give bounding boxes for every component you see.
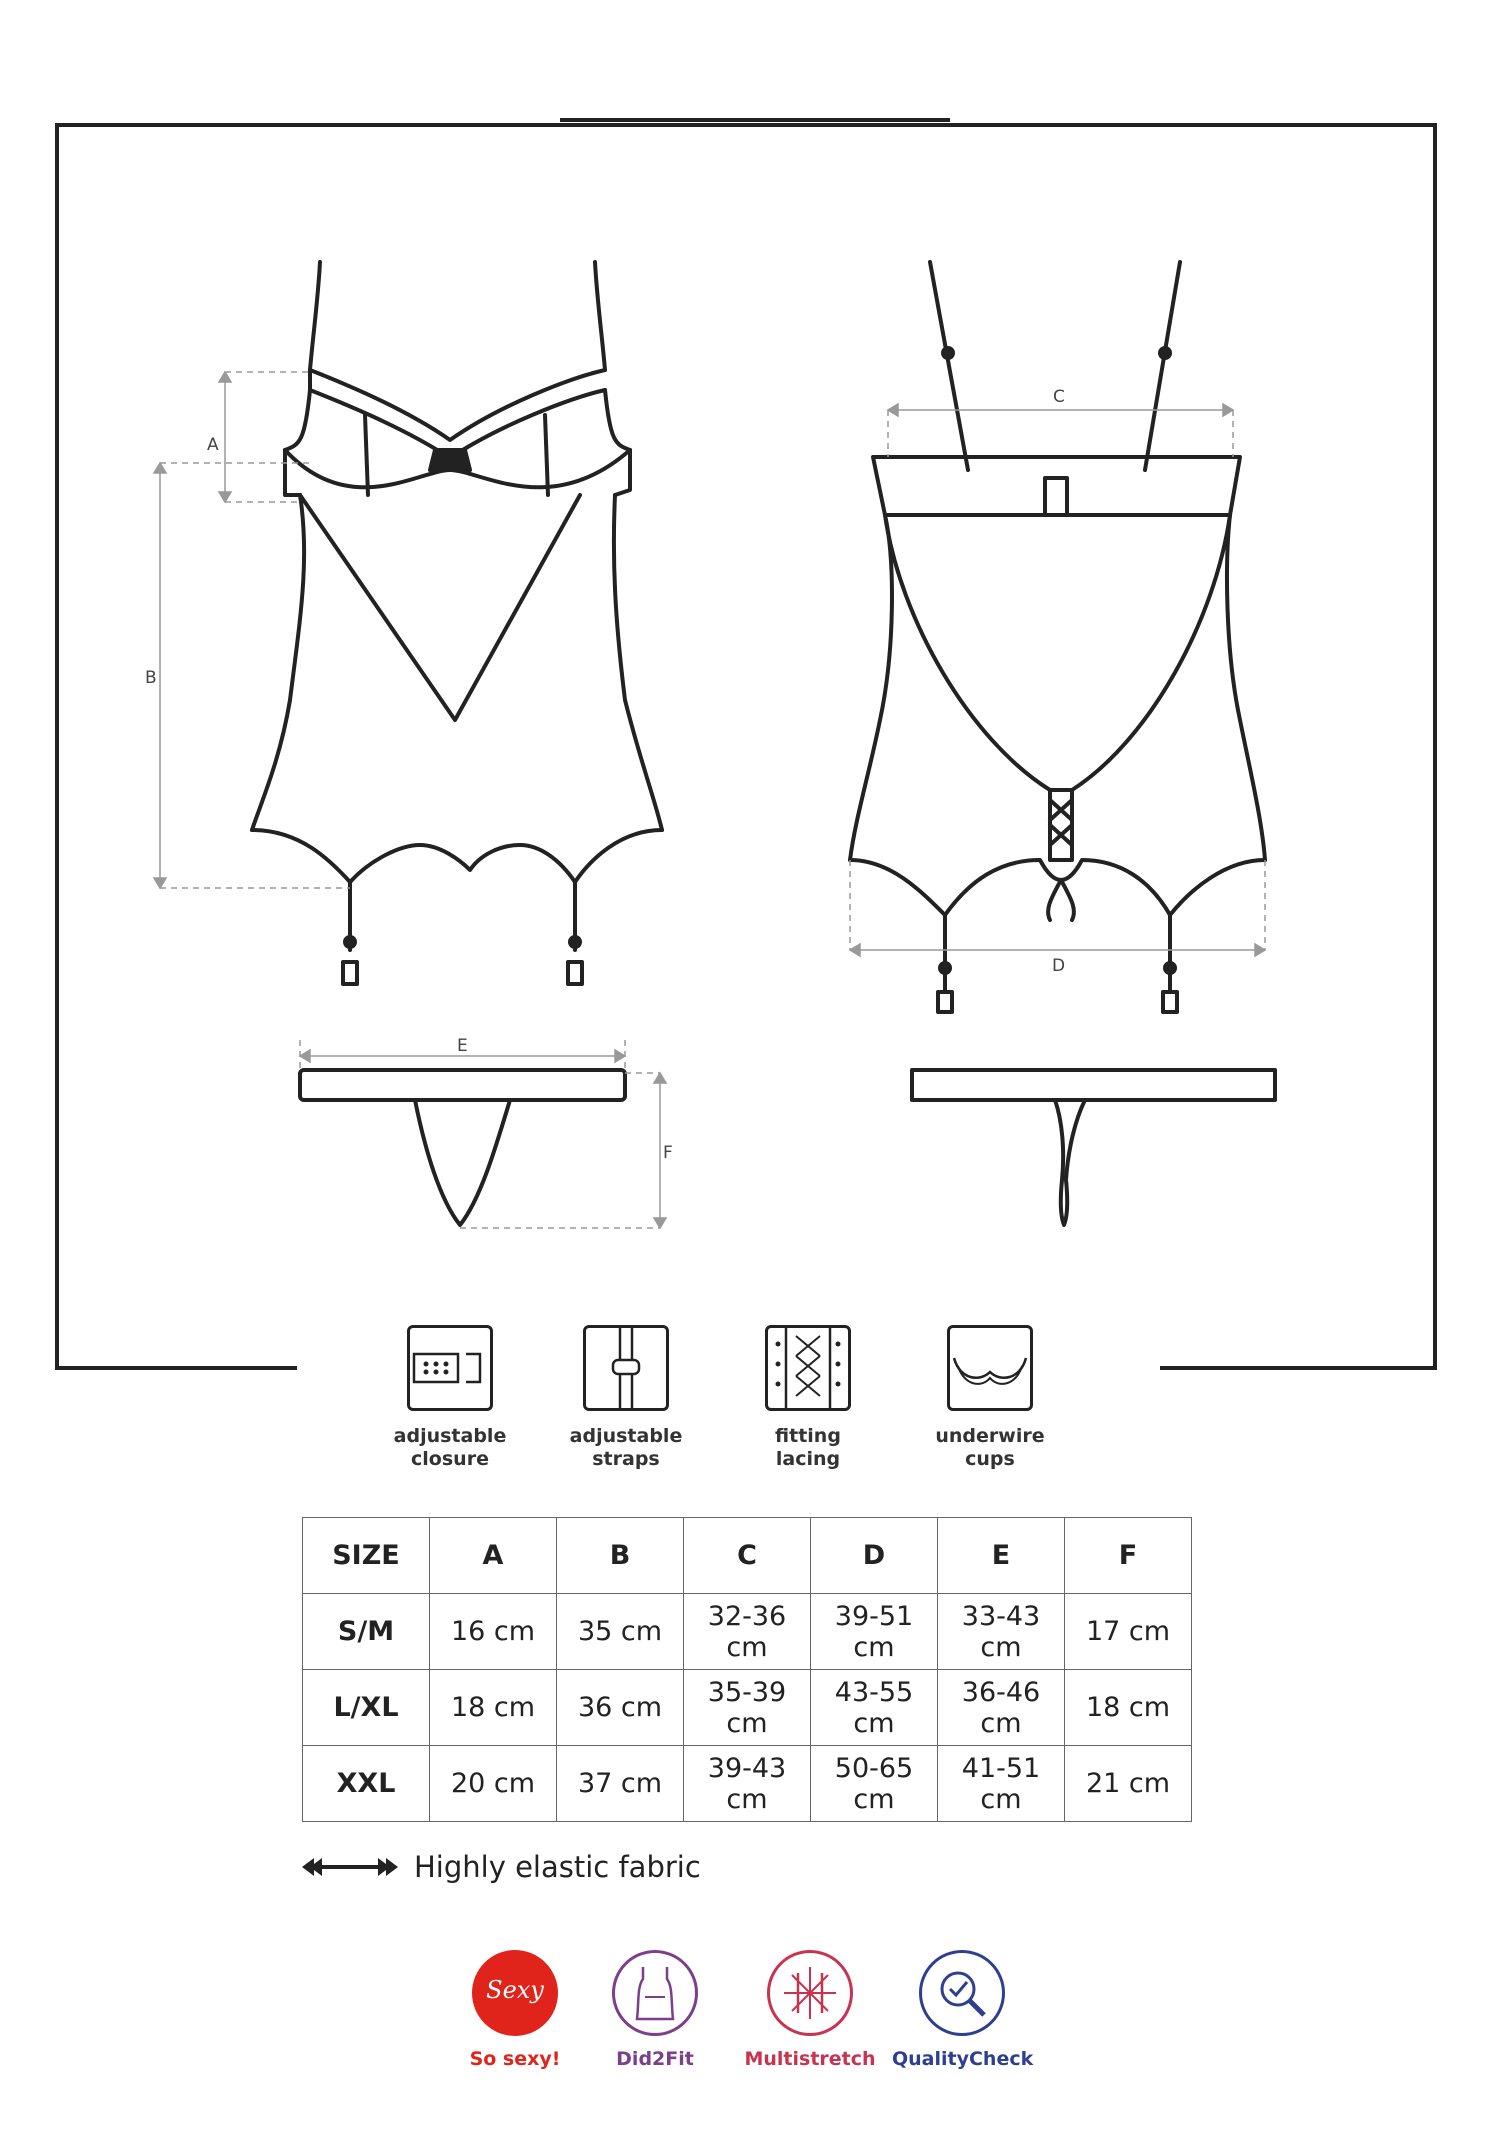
underwire-cups-icon <box>947 1325 1033 1411</box>
table-cell: 37 cm <box>556 1745 684 1822</box>
table-cell: 33-43 cm <box>937 1593 1065 1670</box>
badge-name: QualityCheck <box>892 2048 1034 2070</box>
did2fit-badge-icon <box>612 1950 698 2036</box>
table-header: A <box>429 1517 557 1594</box>
badge-multistretch: Multistretch <box>740 1950 880 2070</box>
dimension-label-f: F <box>663 1143 673 1163</box>
fitting-lacing-icon <box>765 1325 851 1411</box>
table-cell: L/XL <box>302 1669 430 1746</box>
front-thong-drawing <box>298 1068 627 1227</box>
table-header: SIZE <box>302 1517 430 1594</box>
dimension-label-b: B <box>145 668 157 688</box>
table-cell: 36 cm <box>556 1669 684 1746</box>
size-table: SIZE A B C D E F S/M 16 cm 35 cm 32-36 c… <box>302 1517 1192 1822</box>
table-cell: 35 cm <box>556 1593 684 1670</box>
table-cell: 21 cm <box>1064 1745 1192 1822</box>
back-corset-drawing <box>848 260 1267 1014</box>
table-cell: 39-51 cm <box>810 1593 938 1670</box>
table-cell: 18 cm <box>1064 1669 1192 1746</box>
badge-name: Did2Fit <box>616 2048 694 2070</box>
table-header: E <box>937 1517 1065 1594</box>
table-cell: 20 cm <box>429 1745 557 1822</box>
qualitycheck-badge-icon <box>919 1950 1005 2036</box>
table-cell: 36-46 cm <box>937 1669 1065 1746</box>
table-cell: 16 cm <box>429 1593 557 1670</box>
sexy-badge-icon: Sexy <box>472 1950 558 2036</box>
badge-name: Multistretch <box>744 2048 876 2070</box>
garment-technical-drawing: A B C D E F <box>145 260 1277 1230</box>
diagram-frame <box>55 123 1437 1370</box>
feature-label-line1: adjustable <box>569 1425 683 1447</box>
multistretch-badge-icon <box>767 1950 853 2036</box>
table-cell: 18 cm <box>429 1669 557 1746</box>
dimension-label-a: A <box>207 435 219 455</box>
table-cell: 17 cm <box>1064 1593 1192 1670</box>
dimension-label-d: D <box>1052 956 1065 976</box>
feature-label-line1: underwire <box>935 1425 1045 1447</box>
feature-label-line2: closure <box>411 1448 489 1470</box>
dimension-label-e: E <box>457 1036 468 1056</box>
feature-label-line1: fitting <box>775 1425 841 1447</box>
frame-accent <box>560 118 950 122</box>
feature-label-line1: adjustable <box>393 1425 507 1447</box>
table-row: XXL 20 cm 37 cm 39-43 cm 50-65 cm 41-51 … <box>302 1745 1192 1822</box>
adjustable-straps-icon <box>583 1325 669 1411</box>
table-cell: 41-51 cm <box>937 1745 1065 1822</box>
table-cell: 35-39 cm <box>683 1669 811 1746</box>
frame-edge <box>55 1366 297 1370</box>
back-thong-drawing <box>910 1068 1277 1227</box>
table-cell: XXL <box>302 1745 430 1822</box>
badge-icon-text: Sexy <box>486 1976 544 2004</box>
table-header: B <box>556 1517 684 1594</box>
badge-so-sexy: Sexy So sexy! <box>445 1950 585 2070</box>
adjustable-closure-icon <box>407 1325 493 1411</box>
frame-edge <box>1160 1366 1437 1370</box>
badge-name: So sexy! <box>469 2048 561 2070</box>
stretch-arrow-icon <box>302 1858 398 1876</box>
feature-label-line2: cups <box>965 1448 1015 1470</box>
table-header: F <box>1064 1517 1192 1594</box>
badge-qualitycheck: QualityCheck <box>892 1950 1034 2070</box>
table-cell: 43-55 cm <box>810 1669 938 1746</box>
table-cell: S/M <box>302 1593 430 1670</box>
elastic-fabric-note: Highly elastic fabric <box>300 1850 701 1884</box>
table-header: D <box>810 1517 938 1594</box>
table-header: C <box>683 1517 811 1594</box>
table-cell: 32-36 cm <box>683 1593 811 1670</box>
table-header-row: SIZE A B C D E F <box>302 1517 1192 1594</box>
fabric-note-text: Highly elastic fabric <box>414 1850 701 1884</box>
feature-label-line2: straps <box>592 1448 660 1470</box>
table-row: L/XL 18 cm 36 cm 35-39 cm 43-55 cm 36-46… <box>302 1669 1192 1746</box>
badge-did2fit: Did2Fit <box>585 1950 725 2070</box>
table-cell: 50-65 cm <box>810 1745 938 1822</box>
table-cell: 39-43 cm <box>683 1745 811 1822</box>
dimension-label-c: C <box>1053 387 1065 407</box>
feature-label-line2: lacing <box>775 1448 841 1470</box>
table-row: S/M 16 cm 35 cm 32-36 cm 39-51 cm 33-43 … <box>302 1593 1192 1670</box>
front-corset-drawing <box>250 260 664 986</box>
